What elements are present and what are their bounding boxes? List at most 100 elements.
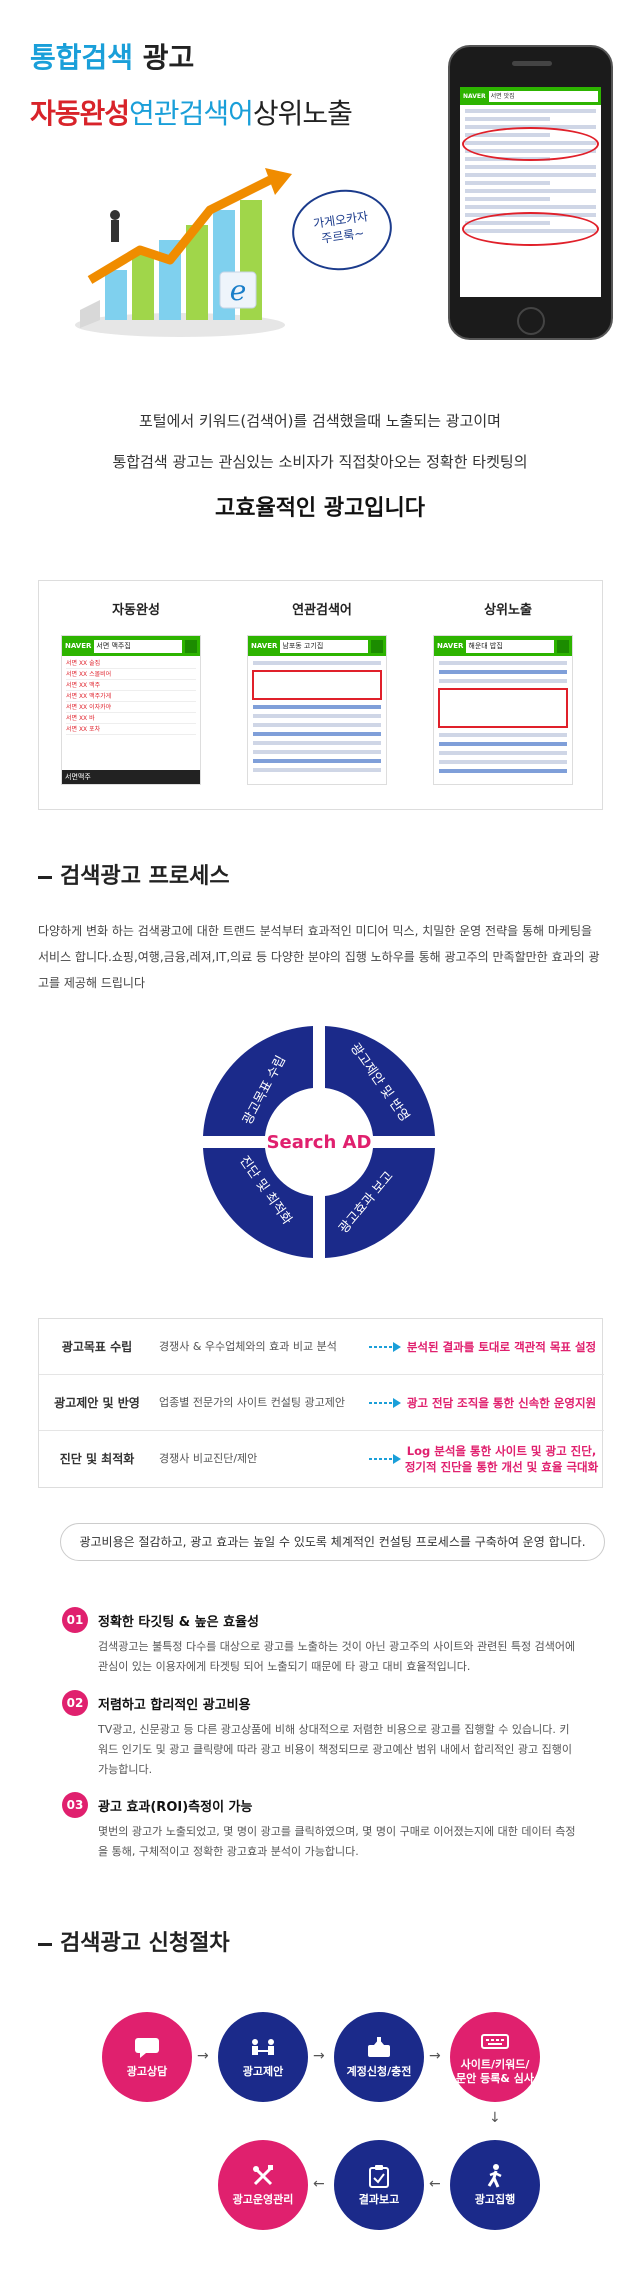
apply-section-title: 검색광고 신청절차 xyxy=(38,1925,230,1957)
autocomplete-row: 서면 XX 맥주가게 xyxy=(66,691,196,702)
arrow-right-icon: → xyxy=(313,2048,325,2064)
title-dash xyxy=(38,875,52,879)
title-dash xyxy=(38,1942,52,1946)
arrow-right-icon: → xyxy=(429,2048,441,2064)
hero-subtitle-related: 연관검색어 xyxy=(129,97,254,130)
step-execute: 광고집행 xyxy=(450,2140,540,2230)
row-desc: 경쟁사 비교진단/제안 xyxy=(159,1452,258,1465)
feature-top-exposure: 상위노출 NAVER 해운대 밥집 xyxy=(433,599,583,785)
feature-title: 상위노출 xyxy=(484,603,532,618)
row-desc: 업종별 전문가의 사이트 컨설팅 광고제안 xyxy=(159,1396,346,1409)
meeting-icon xyxy=(248,2035,278,2061)
naver-logo: NAVER xyxy=(437,642,464,650)
search-icon xyxy=(185,639,197,653)
feature-title: 자동완성 xyxy=(112,603,160,618)
search-icon xyxy=(371,639,383,653)
benefit-number: 03 xyxy=(62,1792,88,1818)
related-highlight-box xyxy=(252,670,382,700)
chat-icon xyxy=(132,2035,162,2061)
feature-related: 연관검색어 NAVER 남포동 고기집 xyxy=(247,599,397,785)
row-desc: 경쟁사 & 우수업체와의 효과 비교 분석 xyxy=(159,1340,337,1353)
benefit-number: 01 xyxy=(62,1607,88,1633)
phone-search-bar: NAVER 서면 맛집 xyxy=(460,87,601,105)
autocomplete-footer: 서면맥주 xyxy=(62,770,200,784)
step-register: 사이트/키워드/ 문안 등록& 심사 xyxy=(450,2012,540,2102)
step-manage: 광고운영관리 xyxy=(218,2140,308,2230)
dashed-arrow-icon xyxy=(369,1454,401,1464)
intro-line-2: 통합검색 광고는 관심있는 소비자가 직접찾아오는 정확한 타켓팅의 xyxy=(112,453,528,471)
hero-subtitle-autocomplete: 자동완성 xyxy=(30,97,130,130)
hero-subtitle-top: 상위노출 xyxy=(252,97,353,130)
phone-screen: NAVER 서면 맛집 xyxy=(460,87,601,297)
step-label: 광고상담 xyxy=(126,2065,168,2078)
summary-pill: 광고비용은 절감하고, 광고 효과는 높일 수 있도록 체계적인 컨설팅 프로세… xyxy=(60,1523,605,1561)
row-name: 광고목표 수립 xyxy=(61,1340,133,1354)
dashed-arrow-icon xyxy=(369,1398,401,1408)
autocomplete-row: 서면 XX 맥주 xyxy=(66,680,196,691)
naver-logo: NAVER xyxy=(65,642,92,650)
feature-search-input: 남포동 고기집 xyxy=(280,639,368,653)
hero-title-highlight: 통합검색 xyxy=(30,41,134,74)
step-account: 계정신청/충전 xyxy=(334,2012,424,2102)
row-result: 분석된 결과를 토대로 객관적 목표 설정 xyxy=(406,1340,597,1354)
benefit-title: 정확한 타깃팅 & 높은 효율성 xyxy=(98,1615,260,1630)
feature-search-input: 해운대 밥집 xyxy=(466,639,554,653)
step-label: 사이트/키워드/ 문안 등록& 심사 xyxy=(456,2058,534,2085)
arrow-right-icon: → xyxy=(197,2048,209,2064)
phone-home-button xyxy=(517,307,545,335)
intro-line-1: 포털에서 키워드(검색어)를 검색했을때 노출되는 광고이며 xyxy=(139,412,501,430)
step-proposal: 광고제안 xyxy=(218,2012,308,2102)
features-box: 자동완성 NAVER 서면 맥주집 서면 XX 술집 서면 XX 스몰비어 서면… xyxy=(38,580,603,810)
autocomplete-row: 서면 XX 포차 xyxy=(66,724,196,735)
arrow-left-icon: ← xyxy=(313,2176,325,2192)
phone-speaker xyxy=(512,61,552,66)
benefit-text: TV광고, 신문광고 등 다른 광고상품에 비해 상대적으로 저렴한 비용으로 … xyxy=(98,1723,572,1776)
inbox-icon xyxy=(364,2035,394,2061)
autocomplete-row: 서면 XX 술집 xyxy=(66,658,196,669)
feature-autocomplete: 자동완성 NAVER 서면 맥주집 서면 XX 술집 서면 XX 스몰비어 서면… xyxy=(61,599,211,785)
clipboard-icon xyxy=(364,2163,394,2189)
step-label: 계정신청/충전 xyxy=(346,2065,412,2078)
arrow-down-icon: ↓ xyxy=(489,2110,501,2126)
benefit-number: 02 xyxy=(62,1690,88,1716)
donut-center-label: Search AD xyxy=(266,1131,372,1153)
autocomplete-row: 서면 XX 바 xyxy=(66,713,196,724)
feature-screenshot: NAVER 해운대 밥집 xyxy=(433,635,573,785)
step-label: 결과보고 xyxy=(358,2193,400,2206)
process-donut: Search AD 광고제안 및 반영 광고효과 보고 진단 및 최적화 광고목… xyxy=(197,1020,441,1264)
table-row: 광고목표 수립 경쟁사 & 우수업체와의 효과 비교 분석 분석된 결과를 토대… xyxy=(39,1319,604,1375)
dashed-arrow-icon xyxy=(369,1342,401,1352)
row-name: 진단 및 최적화 xyxy=(59,1452,135,1466)
tools-icon xyxy=(248,2163,278,2189)
keyboard-icon xyxy=(480,2028,510,2054)
feature-search-input: 서면 맥주집 xyxy=(94,639,182,653)
naver-logo: NAVER xyxy=(251,642,278,650)
process-table: 광고목표 수립 경쟁사 & 우수업체와의 효과 비교 분석 분석된 결과를 토대… xyxy=(38,1318,604,1488)
walking-person-icon xyxy=(480,2163,510,2189)
naver-logo: NAVER xyxy=(463,92,486,100)
highlight-ring xyxy=(462,212,599,246)
phone-search-input: 서면 맛집 xyxy=(488,90,598,102)
highlight-ring xyxy=(462,127,599,161)
table-row: 진단 및 최적화 경쟁사 비교진단/제안 Log 분석을 통한 사이트 및 광고… xyxy=(39,1431,604,1487)
benefit-title: 저렴하고 합리적인 광고비용 xyxy=(98,1698,251,1713)
row-result: Log 분석을 통한 사이트 및 광고 진단, 정기적 진단을 통한 개선 및 … xyxy=(404,1444,599,1474)
arrow-left-icon: ← xyxy=(429,2176,441,2192)
intro-section: 포털에서 키워드(검색어)를 검색했을때 노출되는 광고이며 통합검색 광고는 … xyxy=(0,410,640,522)
row-name: 광고제안 및 반영 xyxy=(54,1396,140,1410)
speech-bubble: 가게오카자 주르룩~ xyxy=(286,183,398,277)
step-label: 광고집행 xyxy=(474,2193,516,2206)
benefit-text: 검색광고는 불특정 다수를 대상으로 광고를 노출하는 것이 아닌 광고주의 사… xyxy=(98,1640,576,1673)
row-result: 광고 전담 조직을 통한 신속한 운영지원 xyxy=(406,1396,597,1410)
feature-title: 연관검색어 xyxy=(292,603,352,618)
process-donut-chart xyxy=(203,1026,435,1258)
step-label: 광고운영관리 xyxy=(232,2193,294,2206)
phone-mockup: NAVER 서면 맛집 xyxy=(448,45,613,340)
step-report: 결과보고 xyxy=(334,2140,424,2230)
benefit-text: 몇번의 광고가 노출되었고, 몇 명이 광고를 클릭하였으며, 몇 명이 구매로… xyxy=(98,1825,576,1858)
hero-section: 통합검색 광고 자동완성연관검색어상위노출 e 가게오카자 주르룩~ xyxy=(0,0,640,380)
hero-title-rest: 광고 xyxy=(142,41,195,74)
process-description: 다양하게 변화 하는 검색광고에 대한 트랜드 분석부터 효과적인 미디어 믹스… xyxy=(38,924,600,990)
autocomplete-row: 서면 XX 이자카야 xyxy=(66,702,196,713)
